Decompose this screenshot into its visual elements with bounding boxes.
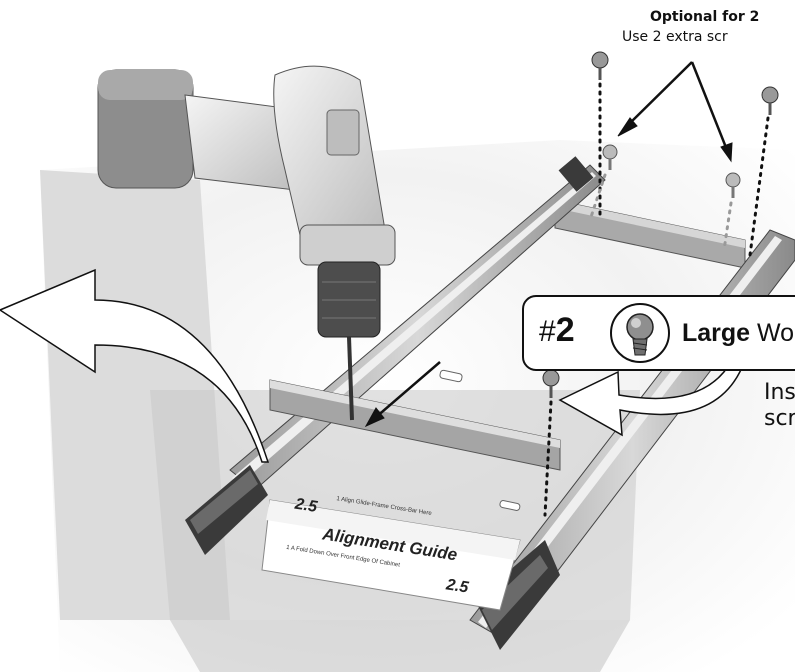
pointer-arrow [617,61,693,137]
drill-chuck-ring [299,224,396,266]
pointer-arrow [364,361,441,428]
drill-bit [347,336,354,421]
guide-number-bottom: 2.5 [444,576,470,597]
callout-label: Large Wood [682,319,795,348]
screw-icon [591,51,609,80]
front-cross-bar [269,369,561,511]
curved-arrow-left [0,268,270,463]
callout-label-rest: Wood [757,319,795,347]
screw-icon [602,144,618,170]
screws [542,51,779,517]
pointer-arrow [690,61,733,163]
screw-icon [610,303,670,363]
callout-label-bold: Large [682,319,751,347]
callout-hash: # [539,315,556,348]
install-text-line2: scr [764,406,795,431]
install-text-line1: Ins [764,380,795,405]
curved-arrow-right [558,359,747,437]
callout-number-value: 2 [555,311,575,349]
screw-icon [761,86,779,115]
screw-type-callout: #2 Large Wood [522,295,795,371]
guide-number-top: 2.5 [293,495,319,516]
alignment-guide-card [261,499,521,611]
screw-icon [725,172,741,198]
guide-note-top: 1 Align Glide-Frame Cross-Bar Here [335,496,433,518]
optional-note-heading: Optional for 2 [650,9,760,25]
optional-note-sub: Use 2 extra scr [622,29,728,45]
cordless-drill [97,65,396,421]
arrows [0,61,747,463]
callout-number: #2 [539,311,575,350]
